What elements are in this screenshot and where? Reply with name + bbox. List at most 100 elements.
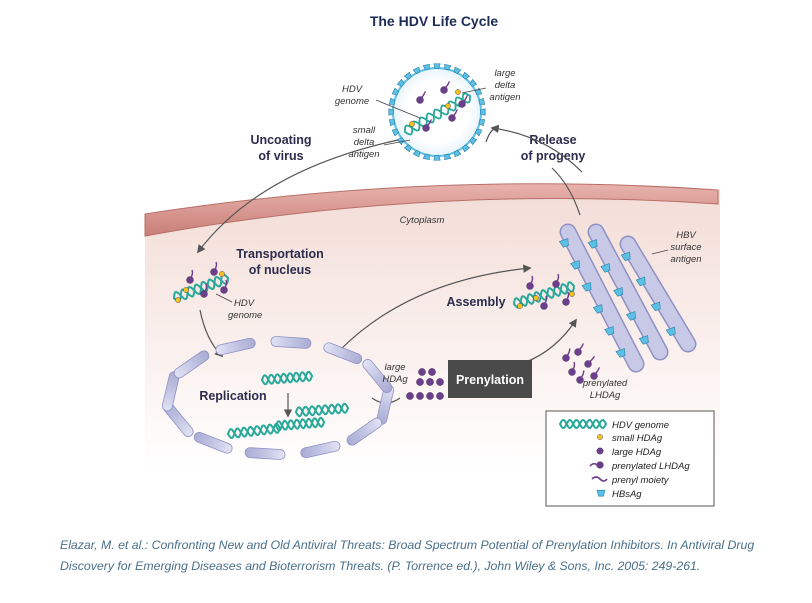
large-hdag-label-2: HDAg [382,374,408,385]
large-hdag-dots [406,368,444,400]
large-hdag-dot [436,378,444,386]
small-hdag-icon [533,295,539,301]
hbsag-icon [558,238,569,248]
prenylated-label-1: prenylated [582,378,628,389]
uncoating-label-2: of virus [258,149,303,163]
hbv-label-2: surface [670,242,701,253]
small-delta-antigen-icon [183,287,189,293]
transport-genome-complex [173,261,229,303]
release-label-2: of progeny [521,149,586,163]
prenylated-lhdag-icon [590,367,600,380]
hbsag-icon [444,153,452,161]
legend-label-small-hdag: small HDAg [612,433,663,444]
page-title: The HDV Life Cycle [370,13,499,29]
hbv-label-3: antigen [670,254,701,265]
helix-icon [227,423,281,439]
citation-caption: Elazar, M. et al.: Confronting New and O… [60,538,755,573]
large-hdag-dot [428,368,436,376]
prenylated-lhdag-icon [562,291,570,306]
hbsag-icon [480,108,486,116]
hbsag-icon [462,71,471,80]
legend-label-prenyl-moiety: prenyl moiety [611,475,670,486]
nuclear-membrane-segment [215,337,256,356]
hbsag-icon [412,66,421,75]
small-delta-antigen-icon [445,103,451,109]
cell-membrane [144,183,719,237]
prenylation-box [448,360,532,398]
hbsag-icon [388,97,396,105]
transport-genome-pointer [215,293,233,303]
legend-box [545,410,715,507]
prenylated-lhdag-icon [574,343,584,356]
hbsag-icon [581,282,592,292]
legend: HDV genome small HDAg large HDAg prenyla… [545,410,715,507]
large-delta-label-1: large [494,68,515,79]
hbsag-icon [403,71,412,80]
prenylated-lhdag-icon [562,348,571,362]
transport-hdv-genome-label-2: genome [228,310,262,321]
nucleus [161,336,395,460]
hbsag-icon [635,276,646,287]
hbsag-icon [604,326,615,336]
uncoating-arrow [196,139,399,254]
small-delta-label-3: antigen [348,149,379,160]
hbsag-icon [478,97,486,105]
assembly-label: Assembly [446,295,505,309]
legend-label-prenylated-lhdag: prenylated LHDAg [611,461,690,472]
helix-icon [261,370,313,386]
prenylated-lhdag-icon [589,461,604,469]
large-delta-label-2: delta [495,80,516,91]
small-delta-pointer [383,139,411,146]
prenylation-label: Prenylation [456,373,524,387]
prenylated-lhdag-icon [526,275,534,290]
helix-icon [295,402,349,418]
nuclear-membrane-segment [244,447,286,460]
hbsag-icon [388,108,394,116]
helix-icon [559,418,607,430]
large-hdag-label-1: large [384,362,405,373]
replication-label: Replication [199,389,266,403]
transport-label-2: of nucleus [249,263,312,277]
er-tube-fill [561,225,643,371]
transport-label-1: Transportation [236,247,324,261]
hbv-pointer [651,249,669,255]
hbsag-icon [396,78,405,87]
legend-label-hdv-genome: HDV genome [612,420,669,431]
prenylated-lhdag-icon [568,361,576,376]
assembly-complex [513,273,575,310]
prenylated-lhdag-icon [552,273,560,288]
helix-icon [173,273,229,303]
large-delta-pointer [461,87,487,94]
hbsag-icon [626,311,636,321]
release-label-1: Release [529,133,576,147]
hbsag-icon [474,128,483,137]
hbsag-icon [433,63,441,69]
large-delta-antigen-icon [422,119,432,132]
prenylated-lhdag-icon [540,295,548,310]
large-delta-antigen-icon [448,109,458,122]
small-delta-label-2: delta [354,137,375,148]
hbsag-icon [638,335,649,345]
hbsag-icon [587,239,598,249]
large-hdag-dot [436,392,444,400]
replication-to-assembly-arrow [339,264,532,351]
release-arrow-tail [485,127,497,143]
large-delta-antigen-icon [186,269,194,284]
hbsag-icon [422,63,430,71]
helix-icon [513,281,575,309]
large-delta-antigen-icon [458,95,468,108]
virion-surface-antigens [388,63,486,161]
uncoating-label-1: Uncoating [250,133,311,147]
nuclear-membrane-segment [362,359,393,393]
er-membranes [558,223,697,373]
large-delta-antigen-icon [200,283,208,298]
hbsag-icon [453,149,462,158]
legend-label-hbsag: HBsAg [612,489,642,500]
large-delta-antigen-icon [440,81,450,94]
small-hdag-icon [569,291,575,297]
hbsag-icon [615,348,626,358]
large-delta-antigen-icon [210,261,218,276]
nuclear-membrane-segment [300,440,341,459]
hbsag-icon [391,87,400,96]
hbv-label-1: HBV [676,230,697,241]
